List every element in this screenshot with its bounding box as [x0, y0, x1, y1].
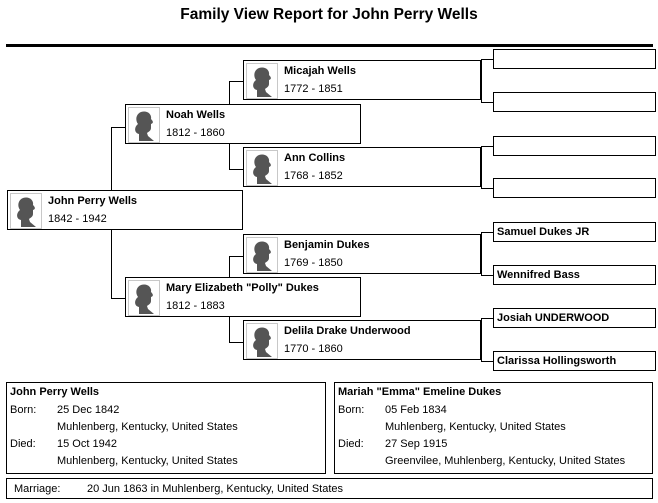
great-grandparent-box[interactable] [493, 178, 656, 198]
details-name: Mariah "Emma" Emeline Dukes [338, 386, 502, 398]
connector [481, 361, 493, 362]
title-divider [6, 44, 653, 47]
connector [111, 298, 125, 299]
person-box-root[interactable]: John Perry Wells 1842 - 1942 [7, 190, 243, 230]
person-name: Noah Wells [166, 109, 226, 121]
connector [481, 232, 493, 233]
connector [481, 318, 482, 362]
person-dates: 1768 - 1852 [284, 170, 343, 182]
died-label: Died: [338, 438, 364, 450]
born-place: Muhlenberg, Kentucky, United States [385, 421, 566, 433]
great-grandparent-box[interactable] [493, 136, 656, 156]
connector [481, 102, 493, 103]
person-name: Mary Elizabeth "Polly" Dukes [166, 282, 319, 294]
marriage-box: Marriage: 20 Jun 1863 in Muhlenberg, Ken… [6, 478, 653, 499]
person-box-mother[interactable]: Mary Elizabeth "Polly" Dukes 1812 - 1883 [125, 277, 361, 317]
great-grandparent-box[interactable]: Samuel Dukes JR [493, 222, 656, 242]
great-grandparent-box[interactable]: Clarissa Hollingsworth [493, 351, 656, 371]
silhouette-icon [10, 193, 42, 229]
silhouette-icon [246, 237, 278, 273]
born-place: Muhlenberg, Kentucky, United States [57, 421, 238, 433]
connector [111, 127, 125, 128]
born-date: 25 Dec 1842 [57, 404, 120, 416]
connector [481, 232, 482, 276]
great-grandparent-box[interactable]: Wennifred Bass [493, 265, 656, 285]
silhouette-icon [128, 280, 160, 316]
connector [229, 256, 243, 257]
person-dates: 1812 - 1860 [166, 127, 225, 139]
silhouette-icon [128, 107, 160, 143]
great-grandparent-box[interactable] [493, 49, 656, 69]
died-date: 27 Sep 1915 [385, 438, 448, 450]
connector [229, 342, 243, 343]
person-box-paternal-grandmother[interactable]: Ann Collins 1768 - 1852 [243, 147, 481, 187]
person-dates: 1812 - 1883 [166, 300, 225, 312]
person-name: John Perry Wells [48, 195, 138, 207]
person-dates: 1770 - 1860 [284, 343, 343, 355]
great-grandparent-box[interactable] [493, 92, 656, 112]
connector [481, 318, 493, 319]
person-name: Ann Collins [284, 152, 346, 164]
person-dates: 1772 - 1851 [284, 83, 343, 95]
person-box-maternal-grandmother[interactable]: Delila Drake Underwood 1770 - 1860 [243, 320, 481, 360]
connector [481, 188, 493, 189]
connector [481, 275, 493, 276]
connector [481, 146, 482, 189]
died-place: Greenvilee, Muhlenberg, Kentucky, United… [385, 455, 626, 467]
silhouette-icon [246, 323, 278, 359]
connector [229, 169, 243, 170]
person-box-father[interactable]: Noah Wells 1812 - 1860 [125, 104, 361, 144]
person-dates: 1769 - 1850 [284, 257, 343, 269]
person-name: Benjamin Dukes [284, 239, 370, 251]
connector [481, 59, 493, 60]
connector [481, 59, 482, 103]
marriage-value: 20 Jun 1863 in Muhlenberg, Kentucky, Uni… [87, 483, 344, 495]
details-name: John Perry Wells [10, 386, 100, 398]
person-dates: 1842 - 1942 [48, 213, 107, 225]
person-details-box: John Perry Wells Born: 25 Dec 1842 Muhle… [6, 382, 326, 474]
connector [229, 81, 243, 82]
person-box-paternal-grandfather[interactable]: Micajah Wells 1772 - 1851 [243, 60, 481, 100]
great-grandparent-name: Clarissa Hollingsworth [497, 355, 617, 367]
died-date: 15 Oct 1942 [57, 438, 117, 450]
born-label: Born: [10, 404, 37, 416]
born-label: Born: [338, 404, 365, 416]
great-grandparent-name: Samuel Dukes JR [497, 226, 590, 238]
died-label: Died: [10, 438, 36, 450]
connector [481, 146, 493, 147]
report-title: Family View Report for John Perry Wells [180, 6, 478, 23]
person-name: Delila Drake Underwood [284, 325, 411, 337]
silhouette-icon [246, 63, 278, 99]
person-box-maternal-grandfather[interactable]: Benjamin Dukes 1769 - 1850 [243, 234, 481, 274]
great-grandparent-name: Wennifred Bass [497, 269, 580, 281]
died-place: Muhlenberg, Kentucky, United States [57, 455, 238, 467]
great-grandparent-name: Josiah UNDERWOOD [497, 312, 610, 324]
great-grandparent-box[interactable]: Josiah UNDERWOOD [493, 308, 656, 328]
marriage-label: Marriage: [14, 483, 61, 495]
silhouette-icon [246, 150, 278, 186]
person-name: Micajah Wells [284, 65, 356, 77]
born-date: 05 Feb 1834 [385, 404, 447, 416]
spouse-details-box: Mariah "Emma" Emeline Dukes Born: 05 Feb… [334, 382, 653, 474]
